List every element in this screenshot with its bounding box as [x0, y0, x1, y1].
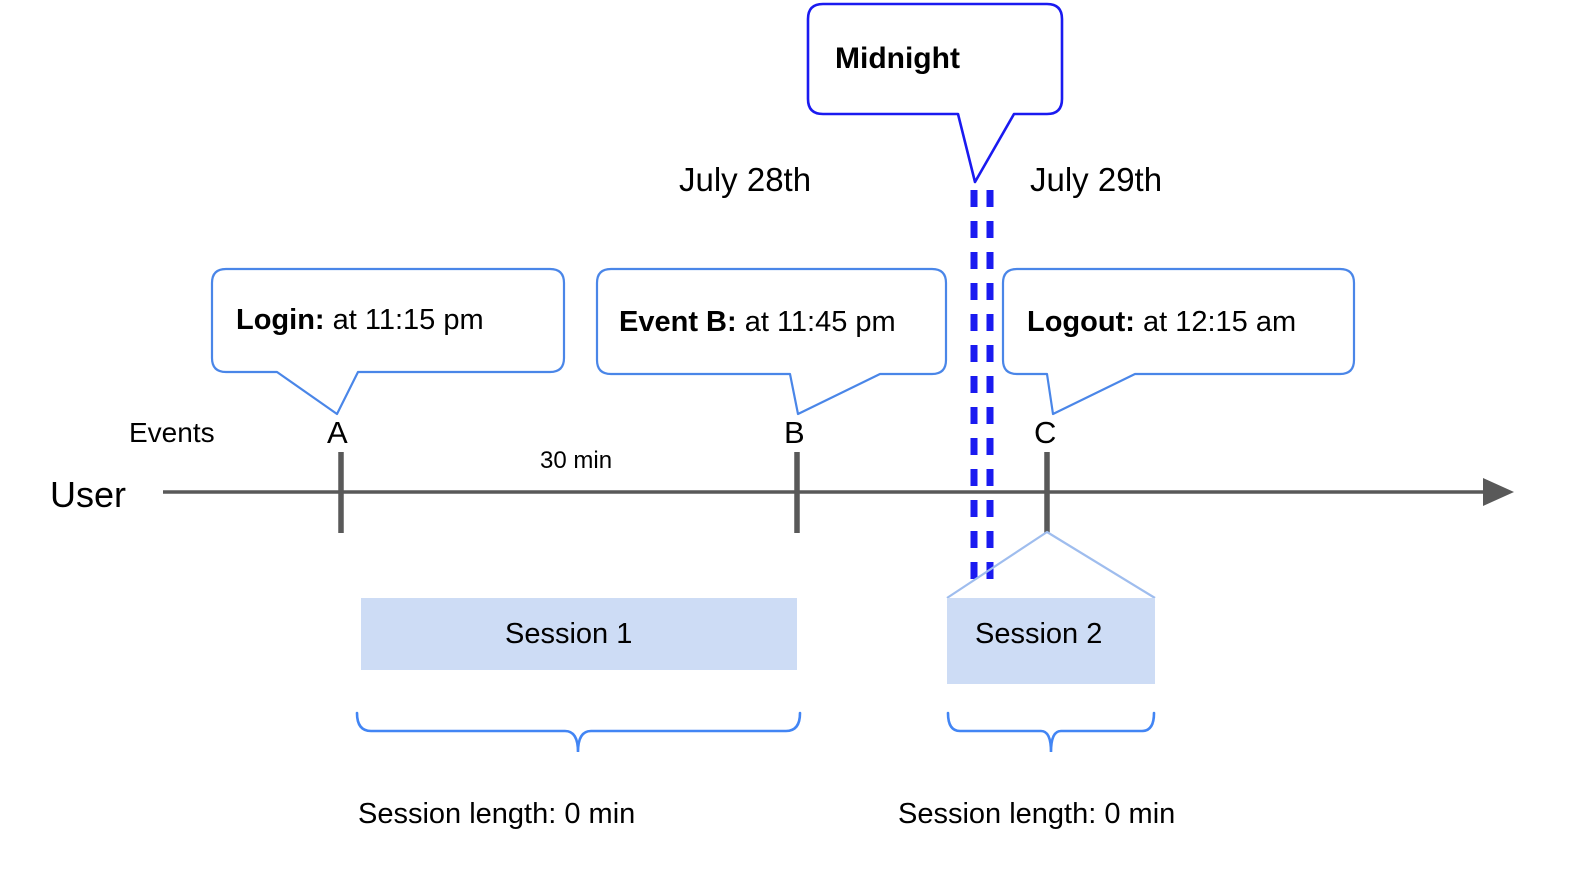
logout-callout-bold: Logout:: [1027, 306, 1135, 338]
timeline-axis: [163, 478, 1514, 506]
midnight-divider-lines: [970, 190, 994, 592]
date-label-july-29: July 29th: [1030, 161, 1163, 198]
eventb-callout-rest: at 11:45 pm: [736, 306, 896, 338]
login-callout-shape: [210, 267, 566, 416]
session1-label: Session 1: [505, 618, 633, 650]
midnight-callout-shape: [806, 2, 1064, 184]
eventb-callout-text: Event B: at 11:45 pm: [619, 308, 896, 337]
logout-callout-rest: at 12:15 am: [1134, 306, 1297, 338]
login-callout-bold: Login:: [236, 304, 325, 336]
eventb-callout-shape: [595, 267, 948, 416]
session2-box: [947, 598, 1155, 684]
session2-length-caption: Session length: 0 min: [898, 798, 1176, 830]
session2-label: Session 2: [975, 618, 1103, 650]
login-callout-rest: at 11:15 pm: [324, 304, 484, 336]
event-letter-c: C: [1034, 415, 1057, 450]
row-label-events: Events: [129, 417, 215, 448]
timeline-arrowhead: [1483, 478, 1514, 506]
date-label-july-28: July 28th: [679, 161, 812, 198]
duration-label-30min: 30 min: [540, 447, 613, 474]
row-label-user: User: [50, 474, 127, 515]
session2-brace: [946, 711, 1156, 753]
logout-callout-text: Logout: at 12:15 am: [1027, 308, 1296, 337]
event-letter-b: B: [784, 415, 805, 450]
midnight-label: Midnight: [835, 42, 960, 75]
session-boxes: [361, 598, 1155, 684]
event-letter-a: A: [327, 415, 348, 450]
logout-callout-shape: [1001, 267, 1356, 416]
session1-length-caption: Session length: 0 min: [358, 798, 636, 830]
eventb-callout-bold: Event B:: [619, 306, 737, 338]
session1-brace: [355, 711, 802, 753]
event-ticks: [338, 452, 1050, 533]
session1-box: [361, 598, 797, 670]
session2-tent: [946, 530, 1156, 599]
login-callout-text: Login: at 11:15 pm: [236, 306, 484, 335]
